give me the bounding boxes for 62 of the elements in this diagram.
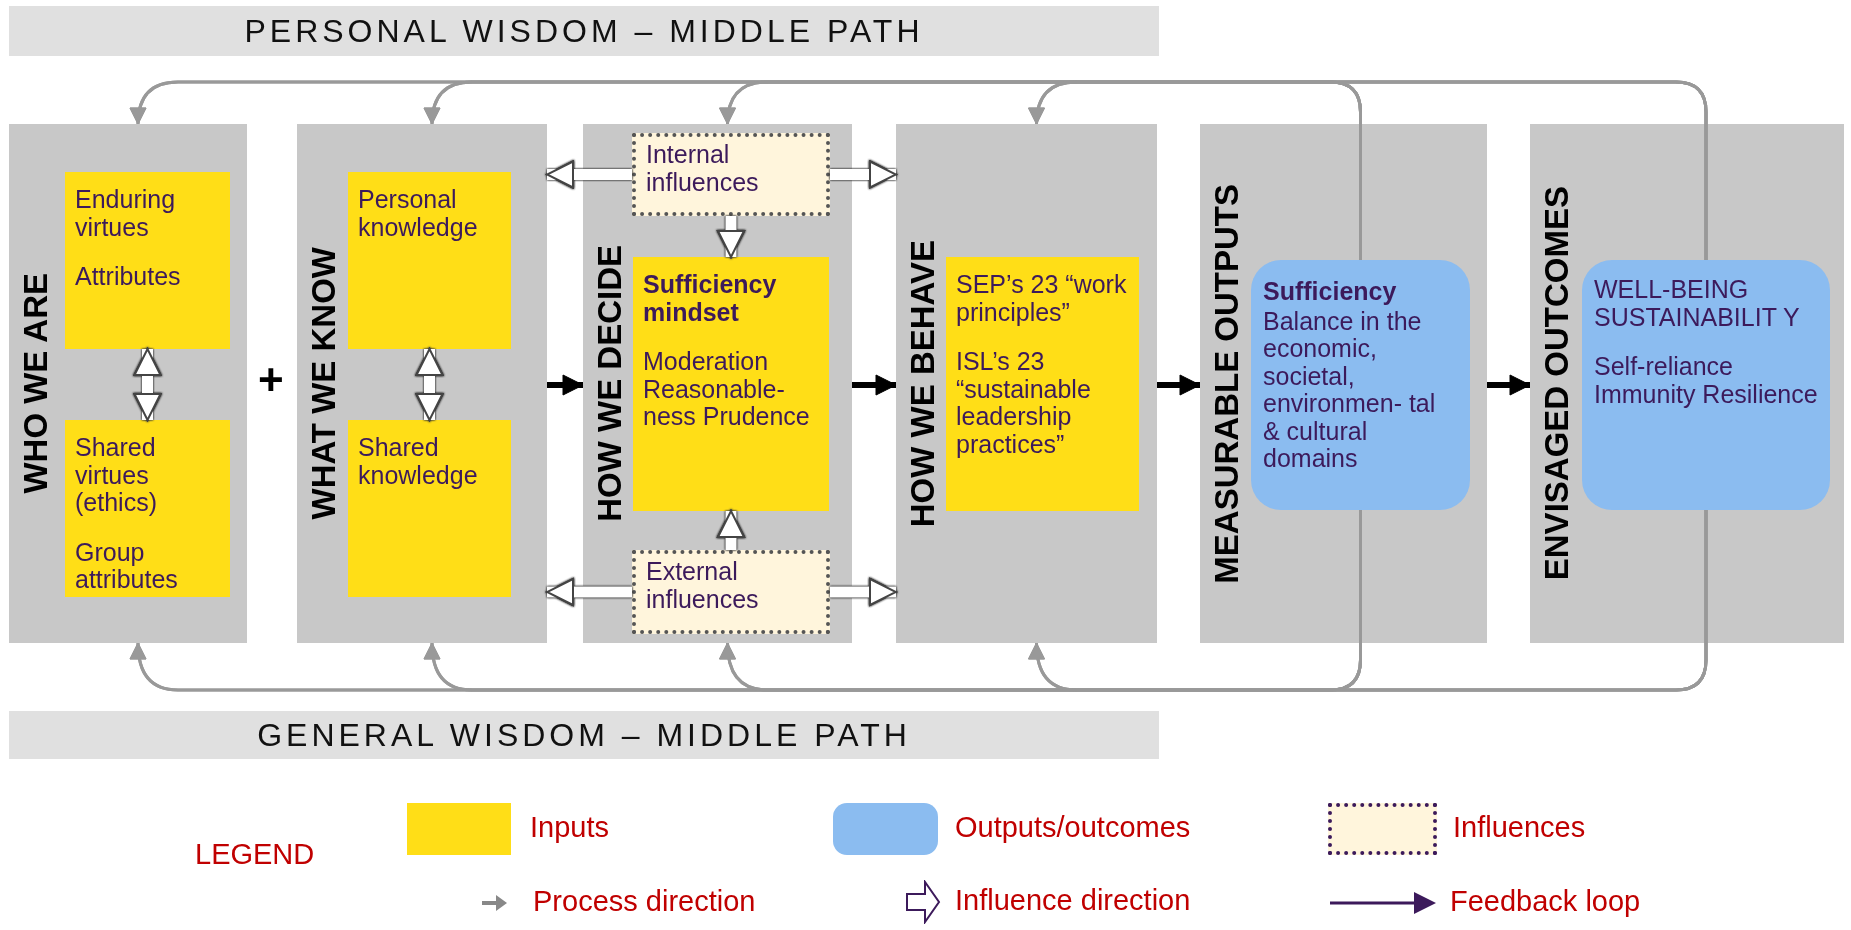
stage-panel xyxy=(1530,124,1844,643)
column-title: MEASURABLE OUTPUTS xyxy=(1208,183,1246,584)
column-title: HOW WE DECIDE xyxy=(591,245,629,522)
stage-panel xyxy=(1200,124,1487,643)
box-text: Shared knowledge xyxy=(358,434,479,489)
plus-sign: + xyxy=(258,355,284,405)
input-box xyxy=(65,420,230,597)
hollow-arrow xyxy=(717,510,745,550)
hollow-arrow xyxy=(717,216,745,258)
column-title: WHAT WE KNOW xyxy=(305,247,343,520)
hollow-arrow xyxy=(133,348,162,421)
hollow-arrow xyxy=(546,160,632,189)
box-text: Moderation Reasonable- ness Prudence xyxy=(643,348,811,431)
legend-label: Influences xyxy=(1453,811,1586,844)
outcome-box xyxy=(1251,260,1470,510)
column-title: ENVISAGED OUTCOMES xyxy=(1538,186,1576,581)
legend-heading: LEGEND xyxy=(195,838,315,871)
hollow-arrow xyxy=(830,160,897,189)
box-text: Group attributes xyxy=(75,538,179,594)
legend-label: Process direction xyxy=(533,885,756,918)
hollow-arrow xyxy=(546,578,632,606)
box-text: WELL-BEING SUSTAINABILIT Y xyxy=(1594,276,1801,331)
stage-panel xyxy=(297,124,547,643)
box-text: Personal knowledge xyxy=(358,186,479,241)
legend-label: Inputs xyxy=(530,811,609,844)
box-text: SEP’s 23 “work principles” xyxy=(956,271,1128,326)
box-text: Balance in the economic, societal, environmen- tal & cultural domains xyxy=(1263,307,1437,473)
band-title: GENERAL WISDOM – MIDDLE PATH xyxy=(257,716,911,754)
legend-label: Outputs/outcomes xyxy=(955,811,1191,844)
input-box xyxy=(348,420,511,597)
wisdom-band xyxy=(9,6,1159,56)
box-text: ISL’s 23 “sustainable leadership practices” xyxy=(956,348,1092,458)
column-title: WHO WE ARE xyxy=(17,273,55,494)
legend-label: Feedback loop xyxy=(1450,885,1641,918)
bold-arrow xyxy=(1487,374,1531,396)
stage-panel xyxy=(583,124,852,643)
bold-arrow xyxy=(547,374,584,396)
box-text: Internal influences xyxy=(646,141,760,196)
box-text: Self-reliance Immunity Resilience xyxy=(1594,353,1818,408)
box-text: Enduring virtues xyxy=(75,186,177,241)
box-text: Attributes xyxy=(75,263,181,291)
influence-box xyxy=(632,550,830,634)
wisdom-band xyxy=(9,711,1159,759)
box-heading: Sufficiency xyxy=(1263,278,1397,306)
input-box xyxy=(946,257,1139,511)
column-title: HOW WE BEHAVE xyxy=(904,239,942,528)
hollow-arrow xyxy=(415,348,444,421)
stage-panel xyxy=(896,124,1157,643)
box-text: External influences xyxy=(646,558,760,613)
bold-arrow xyxy=(852,374,897,396)
bold-arrow xyxy=(1157,374,1201,396)
input-box xyxy=(348,172,511,349)
input-box xyxy=(65,172,230,349)
input-box xyxy=(633,257,829,511)
hollow-arrow xyxy=(830,578,897,606)
influence-box xyxy=(632,133,830,216)
legend-label: Influence direction xyxy=(955,884,1191,917)
outcome-box xyxy=(1582,260,1830,510)
box-heading: Sufficiency mindset xyxy=(643,271,778,326)
band-title: PERSONAL WISDOM – MIDDLE PATH xyxy=(244,12,924,50)
box-text: Shared virtues (ethics) xyxy=(75,434,158,517)
stage-panel xyxy=(9,124,247,643)
